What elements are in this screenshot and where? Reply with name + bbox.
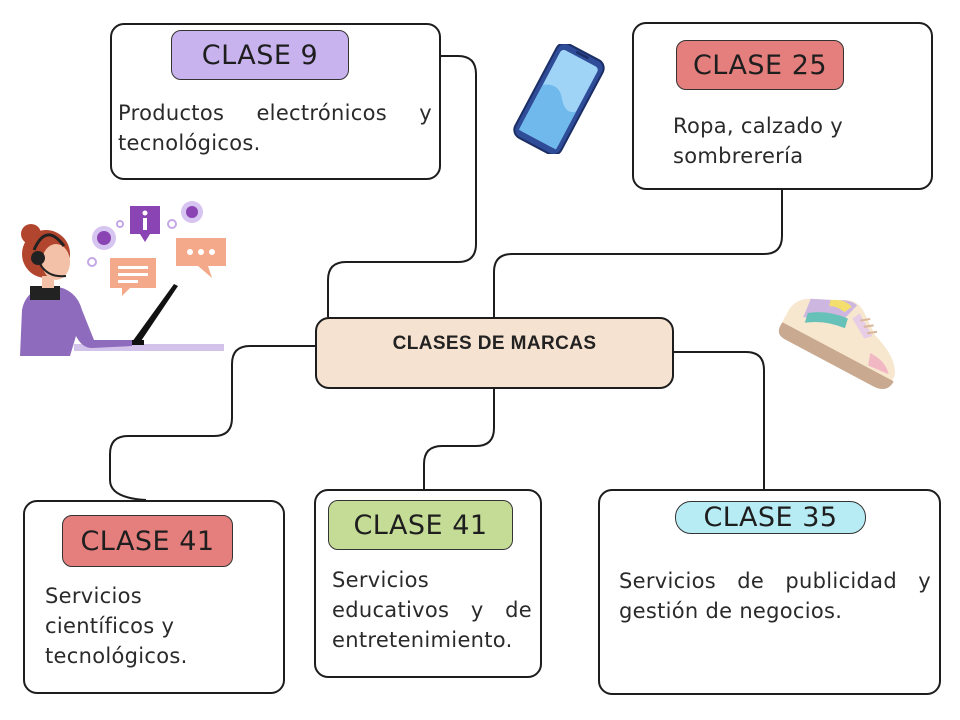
clase-35-description: Servicios de publicidad y (619, 566, 931, 596)
clase-41-a-label: CLASE 41 (62, 515, 233, 567)
clase-9-description-2: tecnológicos. (118, 128, 432, 158)
clase-41-b-label: CLASE 41 (328, 500, 513, 550)
clase-41-b-desc-line3: entretenimiento. (332, 628, 513, 652)
clase-9-description: Productos electrónicos y (118, 98, 432, 128)
customer-support-agent-icon (20, 201, 226, 356)
clase-25-label: CLASE 25 (676, 40, 844, 90)
clase-9-label: CLASE 9 (171, 30, 349, 80)
clase-41-a-desc-line2: científicos y (45, 614, 175, 638)
smartphone-icon (513, 44, 605, 154)
clase-41-b-desc-line2: educativos y de (332, 598, 532, 622)
sneaker-icon (778, 298, 895, 390)
clase-41-a-description: Servicios científicos y tecnológicos. (45, 581, 275, 671)
center-node: CLASES DE MARCAS (315, 317, 674, 389)
clase-35-desc-line2: gestión de negocios. (619, 599, 843, 623)
clase-25-desc-line2: sombrerería (673, 144, 804, 168)
clase-35-desc-line1: Servicios de publicidad y (619, 569, 931, 593)
clase-41-a-desc-line3: tecnológicos. (45, 644, 188, 668)
clase-9-desc-line1: Productos electrónicos y (118, 101, 432, 125)
clase-35-label: CLASE 35 (675, 501, 866, 534)
clase-41-b-description: Servicios educativos y de entretenimient… (332, 565, 532, 655)
clase-35-description-2: gestión de negocios. (619, 596, 931, 626)
clase-25-description: Ropa, calzado y sombrerería (673, 111, 923, 171)
clase-9-desc-line2: tecnológicos. (118, 131, 261, 155)
clase-25-card (632, 22, 933, 190)
clase-41-b-desc-line1: Servicios (332, 568, 430, 592)
clase-41-a-desc-line1: Servicios (45, 584, 143, 608)
clase-25-desc-line1: Ropa, calzado y (673, 114, 843, 138)
